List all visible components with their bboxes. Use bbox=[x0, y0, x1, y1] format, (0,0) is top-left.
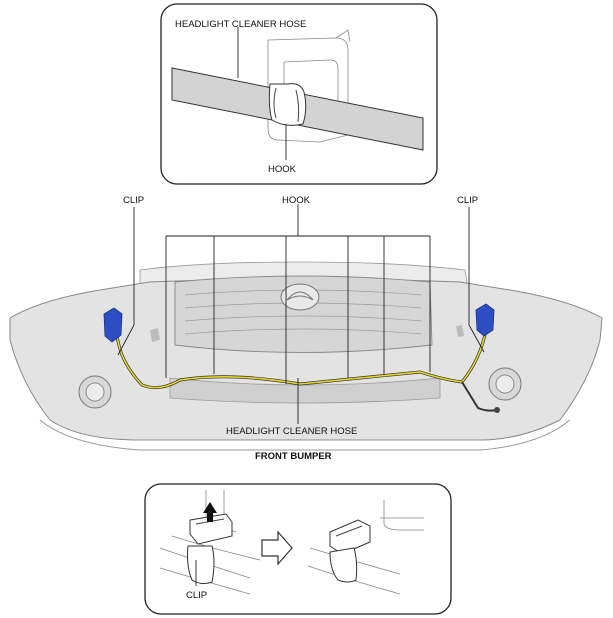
main-hose-label: HEADLIGHT CLEANER HOSE bbox=[226, 426, 357, 437]
left-clip-leader-end bbox=[117, 324, 135, 356]
main-clip-right-label: CLIP bbox=[457, 195, 478, 206]
main-hook-label: HOOK bbox=[282, 195, 311, 206]
headlight-cleaner-hose bbox=[112, 319, 500, 413]
top-hook-label: HOOK bbox=[268, 164, 297, 175]
front-bumper-caption: FRONT BUMPER bbox=[255, 451, 332, 462]
front-bumper-illustration bbox=[9, 261, 603, 451]
right-clip-connector-icon bbox=[475, 303, 495, 337]
right-arrow-icon bbox=[261, 530, 293, 566]
left-clip-connector-icon bbox=[103, 307, 123, 343]
bottom-callout-box: CLIP bbox=[144, 483, 452, 615]
top-hose-label: HEADLIGHT CLEANER HOSE bbox=[175, 19, 306, 30]
main-clip-left-label: CLIP bbox=[123, 195, 144, 206]
up-arrow-icon bbox=[203, 502, 217, 522]
hook-leader-lines bbox=[165, 204, 431, 384]
right-clip-leader-end bbox=[468, 324, 485, 353]
bottom-clip-label: CLIP bbox=[186, 590, 207, 601]
top-callout-box: HEADLIGHT CLEANER HOSE HOOK bbox=[160, 3, 438, 185]
